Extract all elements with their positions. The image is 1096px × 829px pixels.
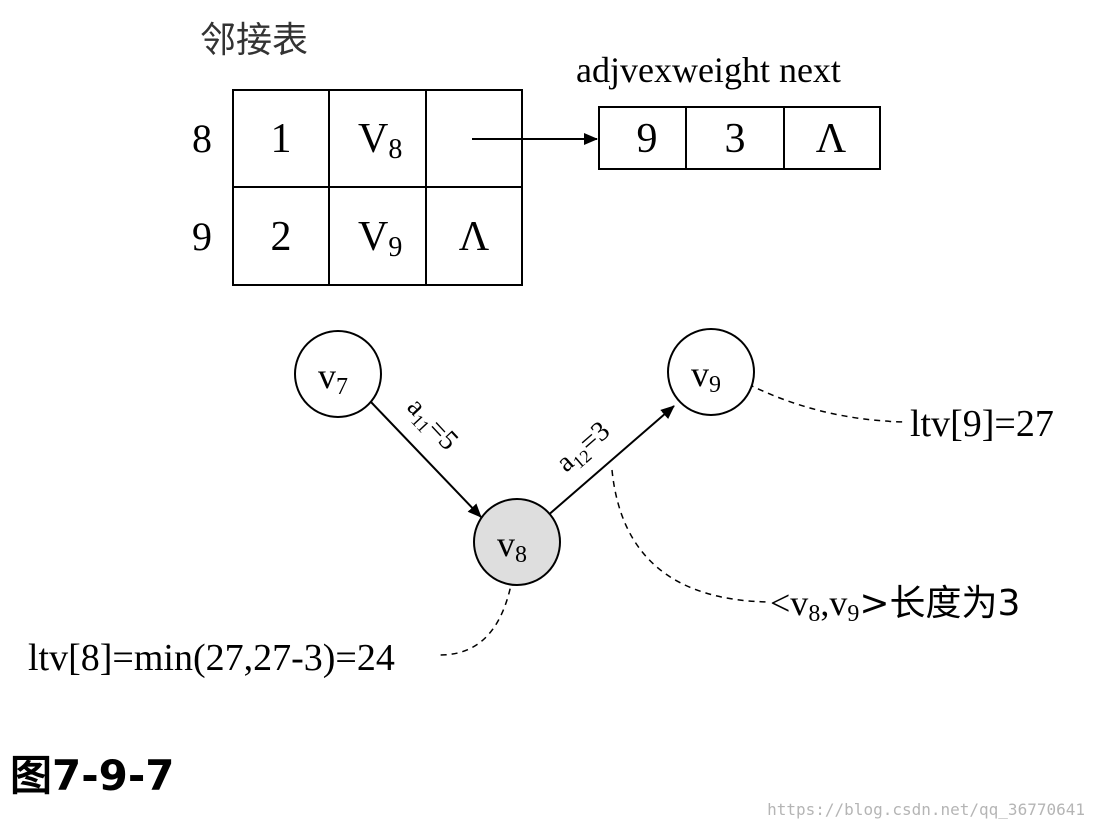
adjacency-table: 8 9 1 2 V8 V9 Λ: [192, 89, 523, 286]
watermark: https://blog.csdn.net/qq_36770641: [767, 800, 1085, 819]
node-v9: v9: [667, 328, 755, 416]
edge-v8-v9: [545, 405, 675, 518]
length-subscript-9: 9: [847, 601, 859, 627]
node-v8: v8: [473, 498, 561, 586]
node-letter: v: [691, 354, 709, 394]
length-subscript-8: 8: [808, 601, 820, 627]
node-v7-label: v7: [318, 356, 348, 400]
edge-label-a12: a12=3: [550, 415, 618, 480]
figure-caption: 图7-9-7: [10, 751, 175, 800]
caption-text: 图7-9-7: [10, 751, 175, 800]
node-subscript: 7: [336, 374, 348, 400]
node-subscript: 9: [709, 372, 721, 398]
vertex-letter: V: [358, 116, 388, 162]
edge-node: 9 3 Λ: [598, 106, 881, 170]
edge-node-header: adjvexweight next: [576, 50, 841, 90]
row-index-8: 8: [192, 116, 212, 161]
edge-next: Λ: [816, 116, 847, 162]
vertex-subscript: 9: [388, 232, 402, 263]
edge-v7-v8: [369, 400, 482, 518]
edge-weight: 3: [725, 116, 746, 162]
vertex-letter: V: [358, 214, 388, 260]
node-v9-label: v9: [691, 354, 721, 398]
cell-null-9: Λ: [459, 214, 490, 260]
annotation-ltv9: ltv[9]=27: [910, 403, 1054, 445]
node-letter: v: [318, 356, 336, 396]
leader-length: [611, 469, 771, 603]
edge-label-a11: a11=5: [399, 392, 464, 459]
length-comma: ,v: [820, 583, 847, 623]
cell-in-degree-9: 2: [271, 214, 292, 260]
node-subscript: 8: [515, 542, 527, 568]
row-index-9: 9: [192, 214, 212, 259]
annotation-edge-length: <v8,v9>长度为3: [770, 583, 1020, 627]
annotation-ltv8: ltv[8]=min(27,27-3)=24: [28, 637, 395, 679]
table-title: 邻接表: [200, 20, 308, 61]
cell-in-degree-8: 1: [271, 116, 292, 162]
node-v8-label: v8: [497, 524, 527, 568]
vertex-subscript: 8: [388, 134, 402, 165]
node-letter: v: [497, 524, 515, 564]
edge-adjvex: 9: [637, 116, 658, 162]
cell-vertex-9: V9: [358, 214, 402, 263]
length-close: >长度为3: [859, 583, 1020, 624]
cell-vertex-8: V8: [358, 116, 402, 165]
length-open: <v: [770, 583, 808, 623]
node-v7: v7: [294, 330, 382, 418]
leader-ltv9: [747, 383, 906, 423]
